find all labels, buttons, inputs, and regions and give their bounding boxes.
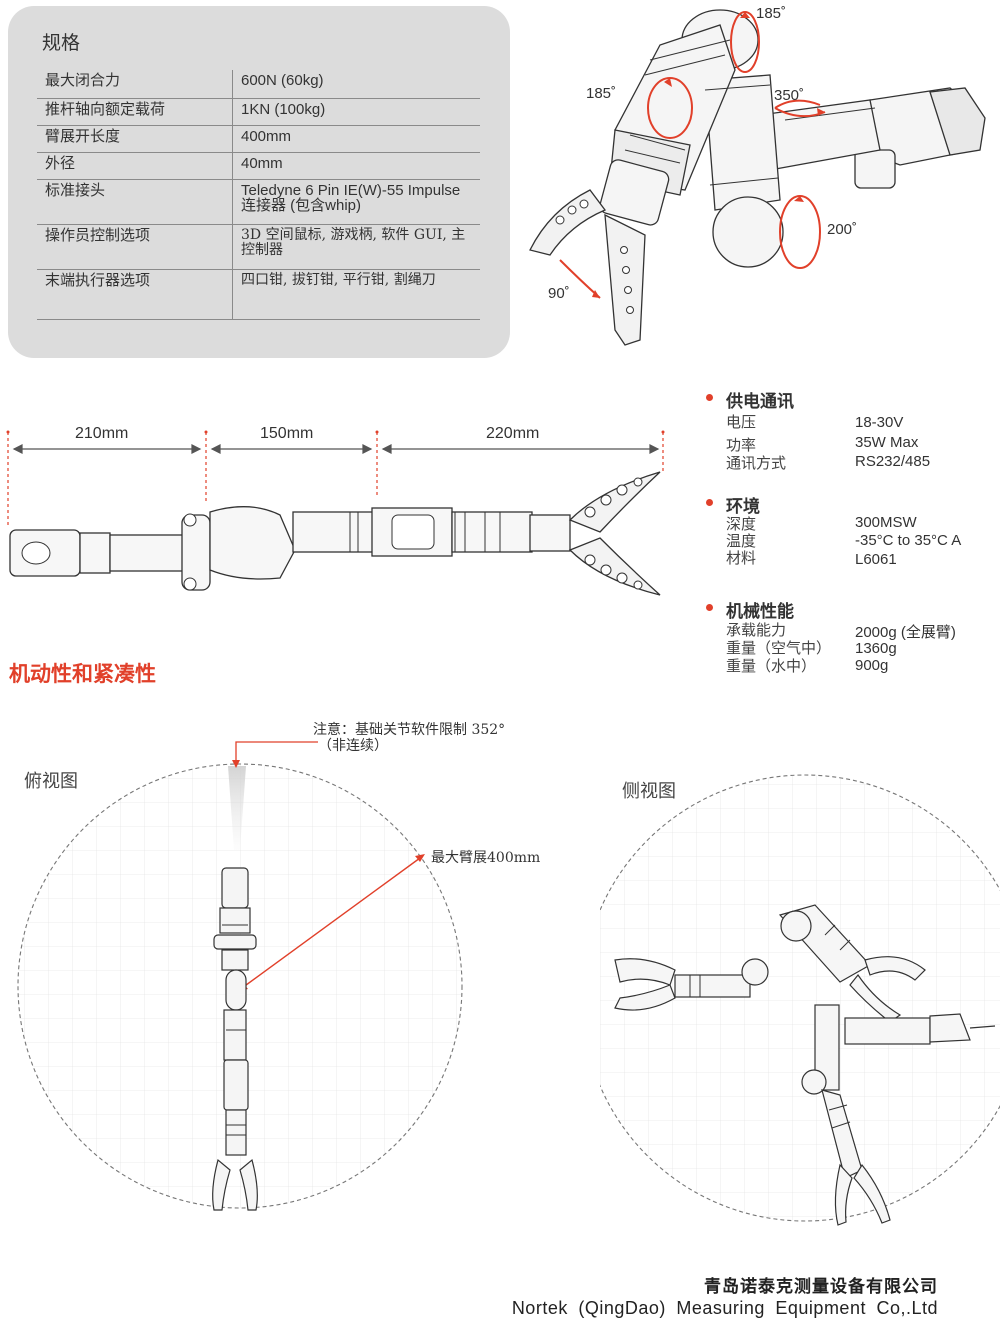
spec-value: 400mm xyxy=(232,125,480,153)
environment-key: 温度 xyxy=(726,532,757,550)
spec-value: 40mm xyxy=(232,152,480,180)
limit-beam xyxy=(228,766,246,850)
spec-key: 末端执行器选项 xyxy=(37,269,233,320)
mechanical-key: 承载能力 xyxy=(726,621,787,639)
mobility-title: 机动性和紧凑性 xyxy=(9,662,156,686)
angle-label-wrist: 185˚ xyxy=(756,5,786,22)
arm-elbow-joint xyxy=(209,506,296,580)
environment-heading: 环境 xyxy=(726,497,760,517)
spec-table: 最大闭合力 600N (60kg) 推杆轴向额定载荷 1KN (100kg) 臂… xyxy=(37,70,480,320)
environment-key: 材料 xyxy=(726,549,757,567)
power-value: 35W Max xyxy=(855,434,919,451)
dimension-forearm-segment: 220mm xyxy=(486,425,539,442)
power-key: 功率 xyxy=(726,436,757,454)
top-view-label: 俯视图 xyxy=(24,771,78,792)
mechanical-value: 900g xyxy=(855,657,889,674)
mechanical-value: 2000g (全展臂) xyxy=(855,624,956,641)
top-view-diagram xyxy=(17,741,463,1211)
spec-key: 最大闭合力 xyxy=(37,70,233,99)
mechanical-heading: 机械性能 xyxy=(726,602,794,622)
arm-rotation-illustration: 185˚ 185˚ 350˚ 200˚ 90˚ xyxy=(529,5,986,346)
company-name-cn: 青岛诺泰克测量设备有限公司 xyxy=(704,1277,938,1297)
bullet-environment xyxy=(706,499,713,506)
power-heading: 供电通讯 xyxy=(726,392,794,412)
base-joint-note-line1: 注意：基础关节软件限制 352° xyxy=(313,722,506,738)
spec-key: 臂展开长度 xyxy=(37,125,233,153)
spec-key: 操作员控制选项 xyxy=(37,224,233,270)
angle-label-base: 350˚ xyxy=(774,87,804,104)
power-value: RS232/485 xyxy=(855,453,931,470)
gripper-jaw-right xyxy=(604,213,646,346)
spec-value: 3D 空间鼠标, 游戏柄, 软件 GUI, 主控制器 xyxy=(232,224,480,270)
angle-label-gripper: 90˚ xyxy=(548,285,570,302)
environment-value: -35°C to 35°C A xyxy=(855,532,962,549)
mechanical-key: 重量（空气中） xyxy=(726,639,832,657)
company-name-en: Nortek (QingDao) Measuring Equipment Co,… xyxy=(511,1298,938,1318)
jaw-lower xyxy=(568,537,661,596)
spec-row: 外径 40mm xyxy=(37,152,480,180)
gripper-jaw-left xyxy=(529,189,607,256)
spec-key: 外径 xyxy=(37,152,233,180)
max-reach-label: 最大臂展400mm xyxy=(431,850,541,866)
bullet-power xyxy=(706,394,713,401)
spec-row: 最大闭合力 600N (60kg) xyxy=(37,70,480,99)
environment-value: L6061 xyxy=(855,551,897,568)
environment-key: 深度 xyxy=(726,515,757,533)
power-key: 电压 xyxy=(726,413,757,431)
environment-value: 300MSW xyxy=(855,514,917,531)
power-value: 18-30V xyxy=(855,414,904,431)
spec-value: 1KN (100kg) xyxy=(232,98,480,126)
power-key: 通讯方式 xyxy=(726,454,787,472)
spec-row: 推杆轴向额定载荷 1KN (100kg) xyxy=(37,98,480,126)
angle-label-elbow: 185˚ xyxy=(586,85,616,102)
bullet-mechanical xyxy=(706,604,713,611)
spec-title: 规格 xyxy=(42,32,81,54)
mechanical-value: 1360g xyxy=(855,640,897,657)
side-view-label: 侧视图 xyxy=(622,781,676,802)
jaw-upper xyxy=(568,471,661,533)
spec-value: Teledyne 6 Pin IE(W)-55 Impulse 连接器 (包含w… xyxy=(232,179,480,225)
spec-row: 臂展开长度 400mm xyxy=(37,125,480,153)
spec-row: 操作员控制选项 3D 空间鼠标, 游戏柄, 软件 GUI, 主控制器 xyxy=(37,224,480,270)
base-joint-note-line2: （非连续） xyxy=(318,738,388,754)
mechanical-key: 重量（水中） xyxy=(726,657,817,675)
side-reach-circle xyxy=(600,774,1000,1222)
spec-value: 600N (60kg) xyxy=(232,70,480,99)
spec-key: 标准接头 xyxy=(37,179,233,225)
spec-row: 标准接头 Teledyne 6 Pin IE(W)-55 Impulse 连接器… xyxy=(37,179,480,225)
spec-key: 推杆轴向额定载荷 xyxy=(37,98,233,126)
spec-value: 四口钳, 拔钉钳, 平行钳, 割绳刀 xyxy=(232,269,480,320)
spec-row: 末端执行器选项 四口钳, 拔钉钳, 平行钳, 割绳刀 xyxy=(37,269,480,320)
arm-dimension-drawing: 210mm 150mm 220mm xyxy=(6,425,665,596)
dimension-base-segment: 210mm xyxy=(75,425,128,442)
dimension-middle-segment: 150mm xyxy=(260,425,313,442)
side-view-diagram xyxy=(600,774,1000,1226)
angle-label-shoulder: 200˚ xyxy=(827,221,857,238)
